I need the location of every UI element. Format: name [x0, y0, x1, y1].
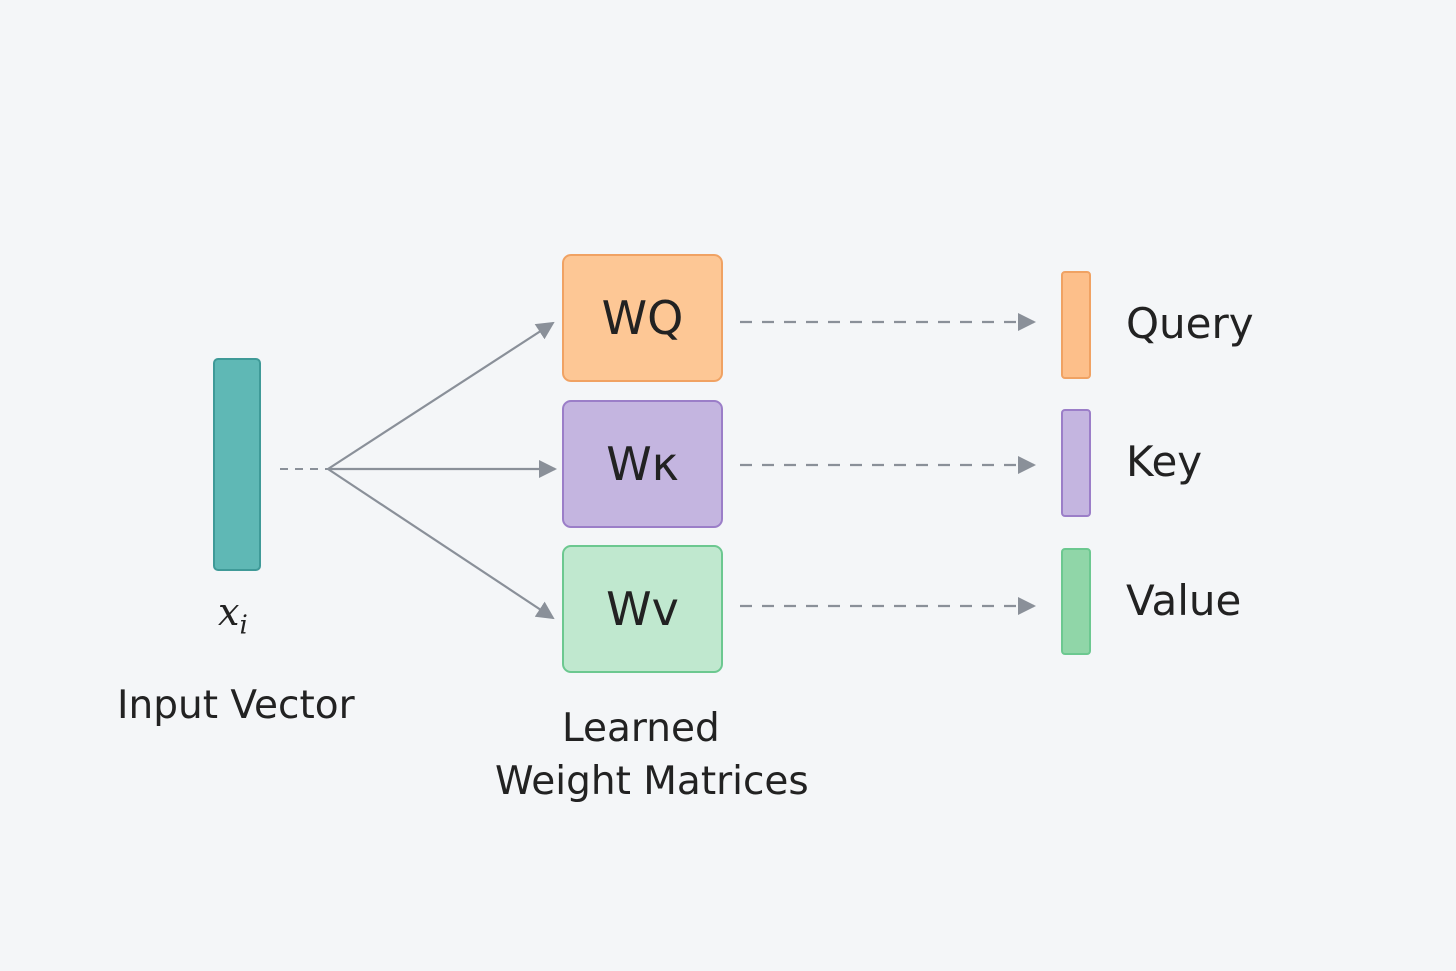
matrix-wv-box: Wv: [562, 545, 723, 673]
arrow-to-wv: [327, 468, 555, 620]
query-vector-bar: [1061, 271, 1091, 379]
matrices-caption-line2: Weight Matrices: [495, 759, 809, 804]
arrow-to-wq: [327, 321, 555, 470]
matrices-caption-line1: Learned: [562, 706, 720, 751]
matrix-wk-label: Wκ: [606, 437, 679, 491]
key-vector-bar: [1061, 409, 1091, 517]
input-symbol-base: x: [218, 590, 240, 634]
input-symbol-subscript: i: [239, 610, 248, 641]
matrix-wq-box: WQ: [562, 254, 723, 382]
input-vector-label: Input Vector: [117, 683, 355, 728]
value-vector-bar: [1061, 548, 1091, 655]
key-label: Key: [1126, 437, 1203, 486]
value-label: Value: [1126, 576, 1242, 625]
input-symbol: xi: [218, 590, 248, 641]
input-vector-bar: [213, 358, 261, 571]
query-label: Query: [1126, 299, 1254, 348]
matrix-wk-box: Wκ: [562, 400, 723, 528]
matrix-wv-label: Wv: [606, 582, 679, 636]
matrix-wq-label: WQ: [601, 291, 684, 345]
